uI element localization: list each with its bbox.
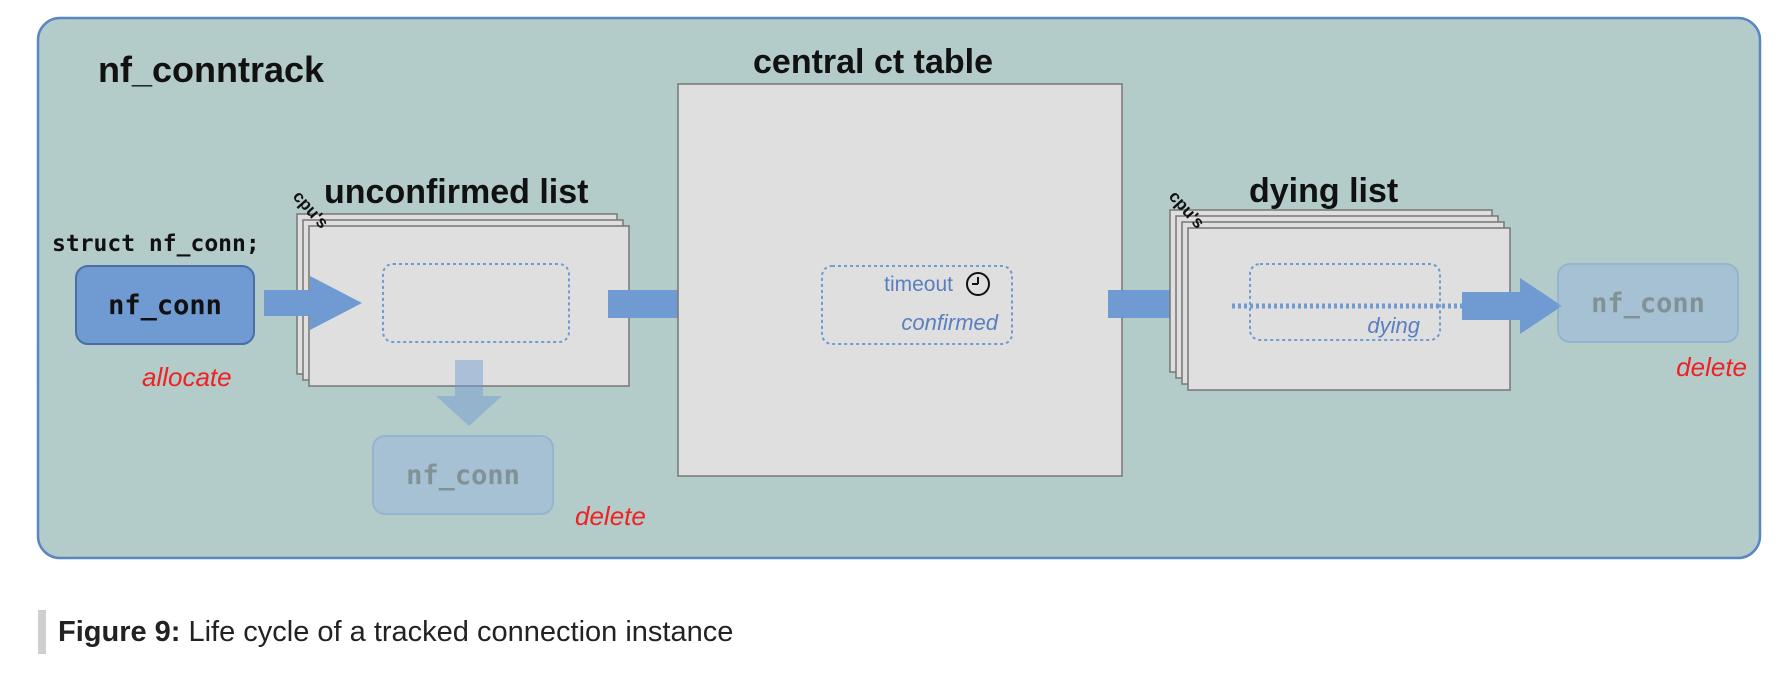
unconfirmed-slot (382, 263, 570, 343)
delete-final-label: delete (1676, 352, 1747, 382)
deleted-unconfirmed-nf-conn-node: nf_conn (372, 435, 554, 515)
confirmed-label: confirmed (901, 310, 998, 335)
delete-unconfirmed-label: delete (575, 501, 646, 531)
panel-title: nf_conntrack (98, 49, 325, 90)
figure-caption: Figure 9: Life cycle of a tracked connec… (38, 610, 733, 654)
arrow-allocate-to-unconfirmed (264, 276, 362, 330)
central-ct-table (677, 83, 1123, 477)
caption-label: Figure 9: (58, 615, 181, 648)
dying-list-title: dying list (1249, 172, 1398, 210)
struct-label: struct nf_conn; (52, 231, 260, 257)
allocated-nf-conn-node: nf_conn (75, 265, 255, 345)
deleted-final-nf-conn-node: nf_conn (1557, 263, 1739, 343)
clock-icon (966, 272, 990, 296)
caption-text: Life cycle of a tracked connection insta… (188, 615, 734, 648)
timeout-label: timeout (884, 273, 953, 296)
dying-list (1169, 209, 1511, 391)
arrow-dying-to-delete (1462, 278, 1562, 334)
arrow-unconfirmed-to-delete (436, 360, 502, 426)
unconfirmed-list (296, 213, 630, 387)
conntrack-diagram: nf_conntrack unconfirmed list cpu's stru… (36, 16, 1762, 560)
dying-label: dying (1367, 313, 1420, 338)
confirmed-entry-slot (821, 265, 1013, 345)
deleted-unconfirmed-node-label: nf_conn (406, 460, 520, 491)
allocated-node-label: nf_conn (108, 290, 222, 321)
caption-bar (38, 610, 46, 654)
allocate-label: allocate (142, 362, 232, 392)
deleted-final-node-label: nf_conn (1591, 288, 1705, 319)
unconfirmed-list-title: unconfirmed list (324, 173, 588, 211)
dying-slot (1249, 263, 1441, 341)
central-table-title: central ct table (753, 43, 993, 81)
